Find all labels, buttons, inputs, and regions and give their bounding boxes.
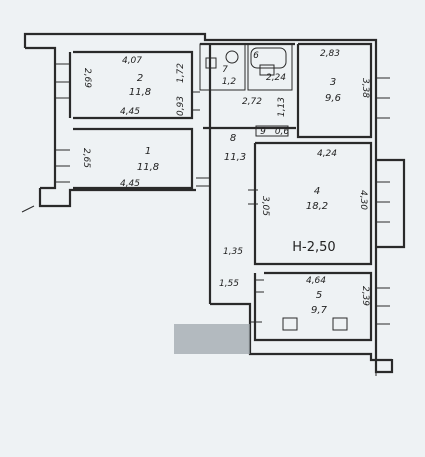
room-1-depth: 2,65 bbox=[81, 148, 91, 168]
outer-walls bbox=[23, 32, 406, 374]
room-5-width: 4,64 bbox=[306, 276, 326, 286]
window-marks bbox=[21, 63, 390, 376]
room-2-area: 11,8 bbox=[129, 87, 151, 98]
room-7-area: 1,2 bbox=[222, 77, 237, 87]
room-4-number: 4 bbox=[314, 186, 320, 197]
room-5-depth: 2,39 bbox=[360, 286, 370, 306]
room-2-depth: 2,69 bbox=[82, 68, 92, 88]
dim-1-72: 1,72 bbox=[176, 63, 186, 83]
room-9-number: 9 bbox=[260, 127, 266, 137]
room-9-area: 0,6 bbox=[275, 127, 290, 137]
room-2-width-top: 4,07 bbox=[122, 56, 142, 66]
room-1-width: 4,45 bbox=[120, 179, 140, 189]
door-marks bbox=[192, 91, 264, 293]
room-3-depth: 3,38 bbox=[360, 78, 370, 98]
dim-0-93: 0,93 bbox=[176, 96, 186, 116]
room-8-number: 8 bbox=[230, 133, 236, 144]
room-1-number: 1 bbox=[145, 146, 151, 157]
room-8-area: 11,3 bbox=[224, 152, 246, 163]
dim-2-72: 2,72 bbox=[242, 97, 262, 107]
room-4-ceiling: Н-2,50 bbox=[292, 240, 335, 255]
dim-1-13: 1,13 bbox=[277, 97, 287, 117]
redacted-stamp bbox=[174, 324, 250, 354]
room-5-area: 9,7 bbox=[311, 305, 328, 316]
room-4-width: 4,24 bbox=[317, 149, 337, 159]
room-7-number: 7 bbox=[222, 65, 228, 75]
room-6-area: 2,24 bbox=[266, 73, 286, 83]
room-1-area: 11,8 bbox=[137, 162, 159, 173]
room-3-width: 2,83 bbox=[320, 49, 340, 59]
room-3-area: 9,6 bbox=[325, 93, 341, 104]
room-2-width-bottom: 4,45 bbox=[120, 107, 140, 117]
room-8-width-1: 1,35 bbox=[223, 247, 243, 257]
bathroom-fixtures bbox=[199, 43, 348, 331]
room-4-depth-right: 4,30 bbox=[358, 190, 368, 210]
room-5-number: 5 bbox=[316, 290, 322, 301]
room-2-number: 2 bbox=[137, 73, 143, 84]
room-4-depth-left: 3,05 bbox=[260, 196, 270, 216]
room-8-width-2: 1,55 bbox=[219, 279, 239, 289]
room-3-number: 3 bbox=[330, 77, 336, 88]
room-4-area: 18,2 bbox=[306, 201, 328, 212]
room-6-number: 6 bbox=[253, 51, 259, 61]
